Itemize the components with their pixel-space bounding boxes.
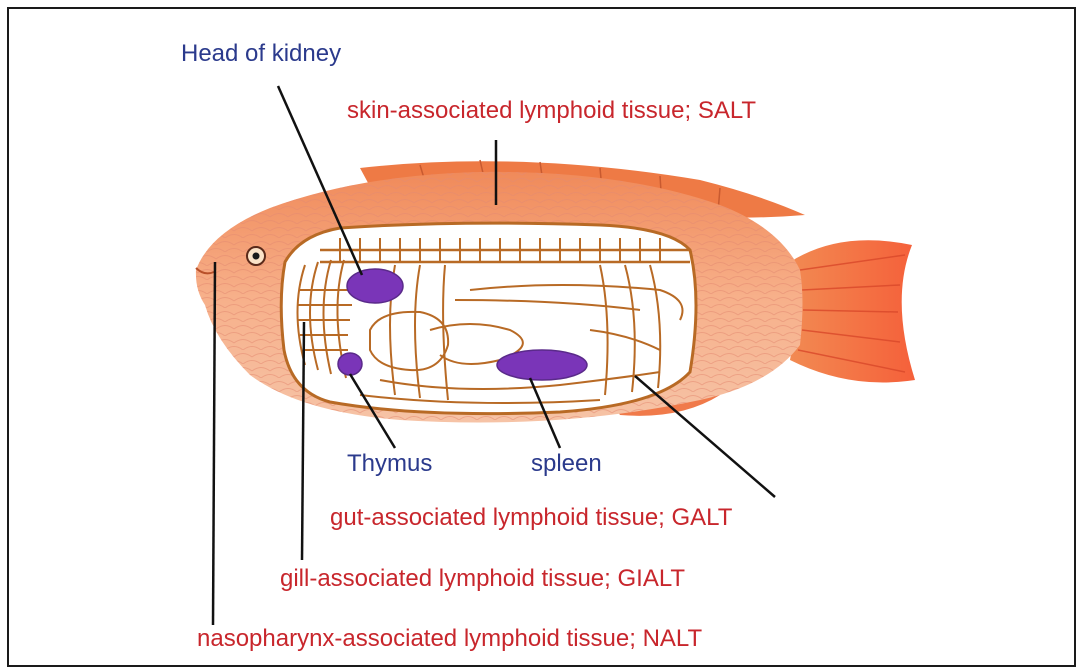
label-head-of-kidney: Head of kidney [181, 40, 341, 68]
label-gialt: gill-associated lymphoid tissue; GIALT [280, 565, 685, 593]
spleen-organ [497, 350, 587, 380]
label-thymus: Thymus [347, 450, 432, 478]
label-nalt: nasopharynx-associated lymphoid tissue; … [197, 625, 702, 653]
label-galt: gut-associated lymphoid tissue; GALT [330, 504, 732, 532]
label-salt: skin-associated lymphoid tissue; SALT [347, 97, 756, 125]
head-of-kidney-organ [347, 269, 403, 303]
thymus-organ [338, 353, 362, 375]
label-spleen: spleen [531, 450, 602, 478]
